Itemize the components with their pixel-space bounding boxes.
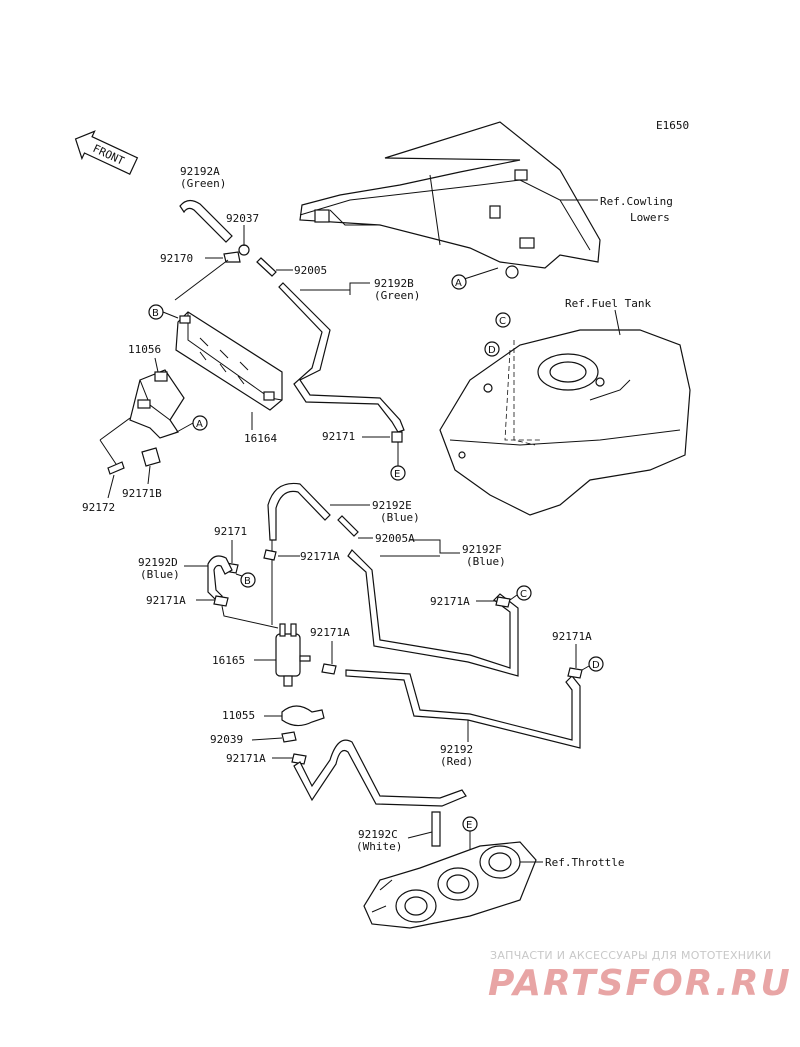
label-92005: 92005 [294,264,327,277]
svg-text:E: E [394,469,400,480]
svg-text:D: D [488,345,496,356]
part-92005a [337,515,359,537]
callout-a-cowling: A [451,274,467,290]
label-92171-top: 92171 [322,430,355,443]
label-92192d: 92192D [138,556,178,569]
label-11056: 11056 [128,343,161,356]
label-92192c-color: (White) [356,840,402,853]
clamp-92171a-6 [291,753,307,765]
svg-text:A: A [455,278,462,289]
front-arrow-icon: FRONT [74,130,139,175]
label-92170: 92170 [160,252,193,265]
part-92039 [281,731,297,743]
label-92171a-6: 92171A [226,752,266,765]
callout-e-top: E [390,465,406,481]
hose-92192a [179,199,233,243]
diagram-code: E1650 [656,119,689,132]
clamp-92171a-5 [567,667,583,679]
svg-text:A: A [196,419,203,430]
canister-16164 [175,311,283,411]
fuel-tank-drawing [439,329,691,516]
clamp-92171a-1 [263,549,277,561]
hose-92192b [278,282,405,433]
bracket-11056 [129,369,185,439]
label-92192-color: (Red) [440,755,473,768]
bolt-92172 [107,461,125,475]
label-92171a-3: 92171A [310,626,350,639]
label-92171a-5: 92171A [552,630,592,643]
label-92192d-color: (Blue) [140,568,180,581]
label-92171a-4: 92171A [430,595,470,608]
svg-text:C: C [520,589,527,600]
ref-fuel-tank: Ref.Fuel Tank [565,297,651,310]
label-92039: 92039 [210,733,243,746]
part-92170 [223,251,241,263]
label-92192c: 92192C [358,828,398,841]
label-92171-mid: 92171 [214,525,247,538]
svg-text:B: B [152,308,159,319]
hose-92192f [347,549,519,677]
cowling-lowers-drawing [299,121,601,283]
svg-text:D: D [592,660,600,671]
throttle-bodies-drawing [363,841,537,929]
callout-e-throttle: E [462,816,478,832]
callout-c-tank: C [495,312,511,328]
ref-cowling-line2: Lowers [630,211,670,224]
callout-d-right: D [588,656,604,672]
svg-text:B: B [244,576,251,587]
callout-b-canister: B [148,304,164,320]
hose-92192-red [345,669,581,749]
grommet-92171b [141,447,161,467]
ref-cowling-line1: Ref.Cowling [600,195,673,208]
label-92192b-color: (Green) [374,289,420,302]
label-92192e-color: (Blue) [380,511,420,524]
callout-b-mid: B [240,572,256,588]
label-92192e: 92192E [372,499,412,512]
ref-throttle: Ref.Throttle [545,856,624,869]
label-92172: 92172 [82,501,115,514]
hose-92192c-end [431,811,441,847]
clamp-92171-top [391,431,403,443]
hose-92192c [293,739,467,807]
part-92037 [238,244,250,256]
label-92192a-color: (Green) [180,177,226,190]
label-92192a: 92192A [180,165,220,178]
callout-d-tank: D [484,341,500,357]
callout-a-bracket: A [192,415,208,431]
label-92192: 92192 [440,743,473,756]
svg-text:E: E [466,820,472,831]
label-92192f: 92192F [462,543,502,556]
label-92171b: 92171B [122,487,162,500]
part-92005 [256,257,277,277]
clamp-92171a-3 [321,663,337,675]
callout-c-right: C [516,585,532,601]
watermark-tagline: ЗАПЧАСТИ И АКСЕССУАРЫ ДЛЯ МОТОТЕХНИКИ [490,949,772,962]
svg-text:C: C [499,316,506,327]
label-92005a: 92005A [375,532,415,545]
label-16164: 16164 [244,432,277,445]
hose-92192d [207,555,233,601]
label-92171a-1: 92171A [300,550,340,563]
clamp-92171a-2 [213,595,229,607]
filter-16165 [275,623,311,687]
watermark-logo: PARTSFOR.RU [488,963,792,1004]
label-92192f-color: (Blue) [466,555,506,568]
label-11055: 11055 [222,709,255,722]
label-16165: 16165 [212,654,245,667]
label-92192b: 92192B [374,277,414,290]
hose-92192e [267,482,331,541]
clamp-11055 [281,705,325,727]
label-92171a-2: 92171A [146,594,186,607]
clamp-92171a-4 [495,596,511,608]
label-92037: 92037 [226,212,259,225]
